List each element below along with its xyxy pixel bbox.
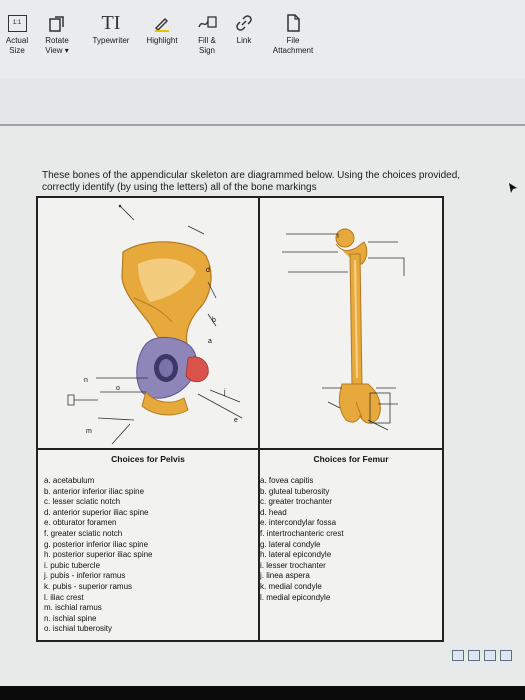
- two-page-view-icon[interactable]: [484, 650, 496, 661]
- femur-choices-list: a. fovea capitis b. gluteal tuberosity c…: [260, 476, 344, 603]
- list-item: k. pubis - superior ramus: [44, 581, 133, 591]
- list-item: c. greater trochanter: [260, 497, 333, 507]
- file-attachment-button[interactable]: File Attachment: [268, 10, 318, 56]
- highlight-icon: [155, 18, 169, 32]
- list-item: j. pubis - inferior ramus: [44, 571, 126, 581]
- list-item: f. intertrochanteric crest: [260, 528, 344, 538]
- question-text: These bones of the appendicular skeleton…: [42, 170, 461, 193]
- actual-size-icon: 1:1: [7, 14, 27, 32]
- list-item: h. posterior superior iliac spine: [44, 550, 153, 560]
- list-item: e. obturator foramen: [44, 518, 117, 528]
- toolbar-band: [0, 78, 525, 126]
- highlight-button[interactable]: Highlight: [140, 10, 184, 46]
- list-item: e. intercondylar fossa: [260, 518, 337, 528]
- list-item: h. lateral epicondyle: [260, 550, 332, 560]
- pelvis-label-n: n: [84, 377, 88, 384]
- list-item: a. acetabulum: [44, 476, 95, 485]
- list-item: n. ischial spine: [44, 613, 97, 623]
- column-divider: [258, 198, 260, 640]
- mouse-cursor-icon: [509, 183, 517, 193]
- rotate-view-icon: [49, 16, 64, 32]
- femur-choices-heading: Choices for Femur: [313, 454, 389, 464]
- pelvis-label-a: a: [208, 338, 212, 345]
- file-attachment-icon: [287, 14, 300, 32]
- pelvis-label-e: e: [234, 417, 238, 424]
- typewriter-button[interactable]: TI Typewriter: [88, 10, 134, 46]
- actual-size-button[interactable]: 1:1 Actual Size: [2, 10, 32, 56]
- bone-diagrams: d b a n o j m e: [67, 204, 405, 445]
- toolbar: 1:1 Actual Size Rotate View ▾ TI Typewri…: [0, 0, 525, 79]
- fill-sign-label: Fill & Sign: [198, 36, 216, 55]
- bottom-bar: [0, 686, 525, 700]
- link-button[interactable]: Link: [232, 10, 256, 46]
- list-item: f. greater sciatic notch: [44, 528, 123, 538]
- list-item: c. lesser sciatic notch: [44, 497, 121, 507]
- fill-sign-icon: [198, 16, 217, 28]
- typewriter-icon: TI: [101, 11, 121, 34]
- list-item: i. lesser trochanter: [260, 560, 326, 570]
- list-item: d. anterior superior iliac spine: [44, 507, 149, 517]
- file-attachment-label: File Attachment: [272, 36, 314, 55]
- single-page-view-icon[interactable]: [452, 650, 464, 661]
- pelvis-label-j: j: [223, 389, 226, 396]
- pelvis-label-o: o: [116, 385, 120, 392]
- continuous-view-icon[interactable]: [468, 650, 480, 661]
- femur-illustration: [282, 228, 405, 431]
- page-view-controls: [452, 650, 512, 661]
- diagram-frame: d b a n o j m e: [36, 196, 444, 642]
- pelvis-label-d: d: [206, 267, 210, 274]
- rotate-view-label: Rotate View ▾: [45, 36, 69, 55]
- pelvis-label-b: b: [212, 317, 216, 324]
- list-item: g. posterior inferior iliac spine: [44, 539, 149, 549]
- fill-sign-button[interactable]: Fill & Sign: [192, 10, 222, 56]
- actual-size-label: Actual Size: [5, 36, 29, 55]
- link-label: Link: [236, 36, 252, 45]
- rotate-view-button[interactable]: Rotate View ▾: [40, 10, 74, 56]
- pelvis-choices-heading: Choices for Pelvis: [111, 454, 185, 464]
- list-item: b. anterior inferior iliac spine: [44, 486, 145, 496]
- list-item: o. ischial tuberosity: [44, 624, 113, 634]
- list-item: k. medial condyle: [260, 581, 322, 591]
- pelvis-illustration: d b a n o j m e: [67, 204, 243, 445]
- typewriter-label: Typewriter: [92, 36, 130, 45]
- list-item: l. medial epicondyle: [260, 592, 331, 602]
- list-item: l. iliac crest: [44, 592, 84, 602]
- highlight-label: Highlight: [146, 36, 178, 45]
- list-item: i. pubic tubercle: [44, 560, 101, 570]
- list-item: b. gluteal tuberosity: [260, 486, 330, 496]
- list-item: g. lateral condyle: [260, 539, 321, 549]
- row-divider: [38, 448, 442, 450]
- list-item: a. fovea capitis: [260, 476, 314, 485]
- link-icon: [236, 15, 252, 31]
- two-page-scroll-icon[interactable]: [500, 650, 512, 661]
- list-item: m. ischial ramus: [44, 603, 102, 613]
- pelvis-label-m: m: [86, 428, 92, 435]
- pelvis-choices-list: a. acetabulum b. anterior inferior iliac…: [44, 476, 153, 635]
- list-item: d. head: [260, 507, 287, 517]
- list-item: j. linea aspera: [260, 571, 310, 581]
